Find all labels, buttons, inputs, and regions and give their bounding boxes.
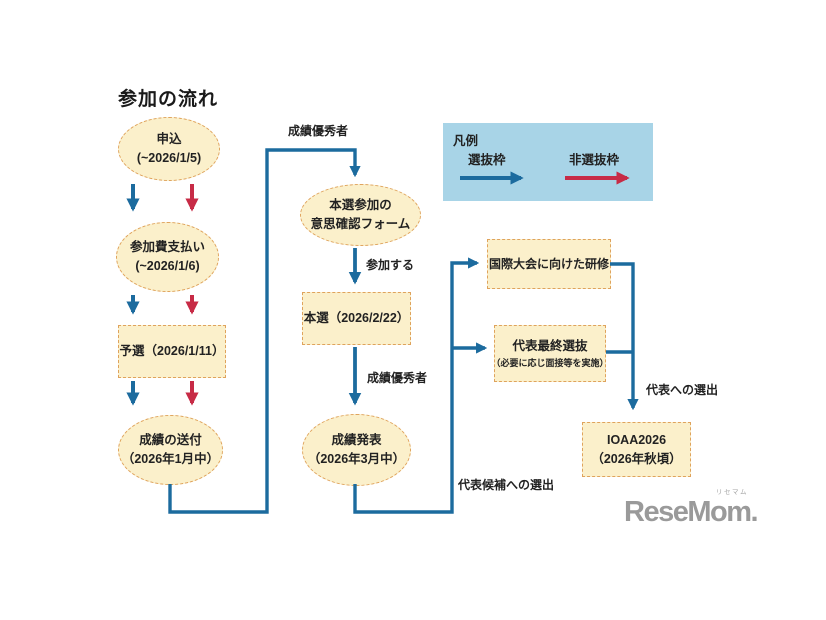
label-participate: 参加する: [366, 258, 415, 272]
legend-selected-label: 選抜枠: [468, 153, 506, 167]
node-apply-date: (~2026/1/5): [136, 151, 202, 165]
node-payment-label: 参加費支払い: [129, 240, 205, 255]
resemom-logo-text: ReseMom.: [624, 495, 759, 528]
node-intent-form-label1: 本選参加の: [329, 198, 392, 213]
node-results-sent-date: （2026年1月中）: [121, 452, 220, 466]
legend-title: 凡例: [453, 134, 479, 148]
node-training: 国際大会に向けた研修: [487, 239, 611, 289]
node-training-label: 国際大会に向けた研修: [488, 257, 609, 271]
node-intent-form-label2: 意思確認フォーム: [310, 217, 411, 231]
node-results-sent: 成績の送付 （2026年1月中）: [118, 415, 223, 485]
node-final-round: 本選（2026/2/22）: [302, 292, 411, 345]
node-final-selection: 代表最終選抜 （必要に応じ面接等を実施）: [491, 325, 609, 382]
node-final-selection-note: （必要に応じ面接等を実施）: [491, 357, 609, 368]
page-title: 参加の流れ: [118, 89, 219, 110]
node-apply-label: 申込: [156, 132, 182, 147]
resemom-logo-ruby: リセマム: [716, 489, 748, 496]
connector-training-to-ioaa: [610, 262, 639, 411]
legend-box: [443, 123, 653, 201]
node-payment-date: (~2026/1/6): [135, 259, 200, 273]
node-ioaa-date: （2026年秋頃）: [591, 451, 682, 466]
node-ioaa-label: IOAA2026: [606, 432, 667, 447]
label-representative-selection: 代表への選出: [646, 383, 719, 397]
label-top-performers-1: 成績優秀者: [288, 124, 349, 138]
node-payment: 参加費支払い (~2026/1/6): [116, 222, 219, 292]
node-final-selection-label: 代表最終選抜: [512, 338, 588, 353]
node-results-sent-label: 成績の送付: [139, 433, 202, 448]
node-results-announce-label: 成績発表: [331, 433, 382, 448]
node-final-round-label: 本選（2026/2/22）: [303, 311, 410, 326]
node-qualifier-label: 予選（2026/1/11）: [119, 344, 225, 359]
node-results-announce-date: （2026年3月中）: [307, 452, 406, 466]
node-intent-form: 本選参加の 意思確認フォーム: [300, 184, 421, 246]
node-apply: 申込 (~2026/1/5): [118, 117, 220, 181]
node-results-announce: 成績発表 （2026年3月中）: [302, 414, 411, 486]
node-ioaa: IOAA2026 （2026年秋頃）: [582, 422, 691, 477]
label-top-performers-2: 成績優秀者: [367, 371, 428, 385]
label-candidate-selection: 代表候補への選出: [458, 478, 555, 492]
resemom-logo: リセマム ReseMom.: [624, 489, 764, 528]
node-qualifier: 予選（2026/1/11）: [118, 325, 226, 378]
legend-nonselected-label: 非選抜枠: [569, 153, 620, 167]
